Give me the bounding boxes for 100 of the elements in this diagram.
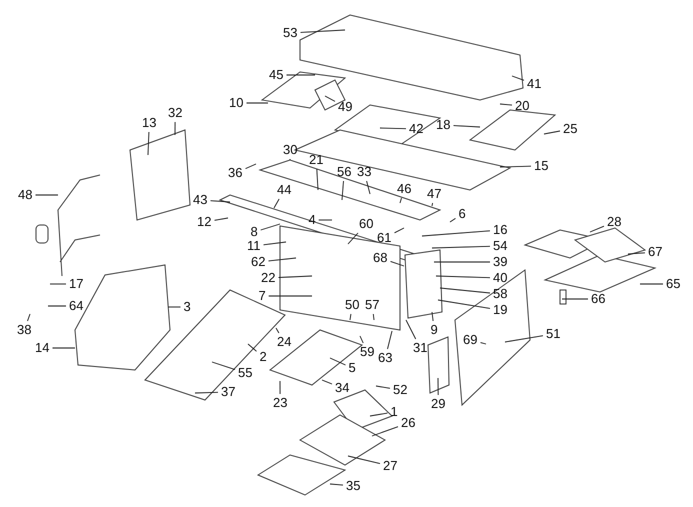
leader-line [590,226,604,232]
callout-number: 68 [373,251,388,265]
leader-line [148,132,150,156]
leader-line [322,380,332,384]
leader-line [174,122,176,136]
leader-line [432,246,490,248]
callout-number: 52 [393,383,408,397]
leader-line [366,180,370,194]
callout-number: 16 [493,223,508,237]
leader-line [263,242,286,246]
leader-line [440,288,490,294]
callout-number: 51 [546,327,560,341]
leader-line [168,306,181,308]
leader-line [248,344,257,352]
leader-line [628,252,646,254]
leader-line [360,336,364,344]
leader-line [406,320,416,340]
leader-line [400,198,402,204]
callout-number: 40 [493,271,508,285]
leader-line [27,314,30,322]
leader-line [350,314,352,320]
callout-number: 10 [229,96,244,110]
leader-line [544,130,560,134]
callout-number: 45 [269,68,284,82]
leader-line [438,378,439,396]
callout-number: 49 [338,100,352,114]
leader-line [394,228,404,234]
leader-line [286,74,316,76]
callout-number: 11 [247,239,260,253]
leader-line [390,260,404,266]
leader-line [372,314,374,320]
callout-number: 41 [527,77,542,91]
leader-line [500,166,532,168]
callout-number: 14 [35,341,50,355]
callout-number: 39 [493,255,508,269]
leader-line [330,484,344,486]
callout-number: 23 [273,396,288,410]
callout-number: 63 [378,351,392,365]
leader-line [372,426,398,436]
callout-number: 60 [359,217,374,231]
callout-number: 56 [337,165,352,179]
leader-line [512,76,524,81]
leader-line [504,335,544,342]
callout-number: 54 [493,239,508,253]
leader-line [450,218,456,222]
callout-number: 59 [360,345,374,359]
leader-line [268,258,296,262]
callout-number: 2 [260,350,267,364]
callout-number: 5 [348,361,356,375]
leader-line [245,164,256,170]
leader-line [348,232,358,244]
callout-number: 21 [309,153,324,167]
callout-number: 62 [251,255,266,269]
callout-number: 19 [493,303,508,317]
callout-number: 7 [258,289,266,303]
callout-number: 9 [430,323,438,337]
callout-number: 6 [458,207,466,221]
callout-number: 20 [515,99,530,113]
callout-number: 3 [184,300,191,314]
leader-line [35,194,58,196]
leader-line [330,358,346,366]
callout-number: 18 [436,118,450,132]
callout-number: 31 [413,341,428,355]
leader-line [432,202,434,206]
callout-number: 69 [463,333,478,347]
callout-number: 29 [431,397,446,411]
callout-number: 42 [409,122,424,136]
leader-line [370,412,388,416]
leader-line [380,128,406,130]
callout-number: 61 [377,231,392,245]
callout-number: 35 [346,479,360,493]
callout-number: 30 [283,143,298,157]
callout-number: 50 [345,298,360,312]
callout-number: 17 [69,277,84,291]
callout-number: 44 [277,183,292,197]
leader-line [438,300,490,309]
callout-number: 37 [221,385,236,399]
callout-number: 36 [228,166,242,180]
leader-line [376,386,390,389]
leader-line [194,392,218,394]
leader-line [280,380,281,394]
callout-number: 8 [250,225,258,239]
leader-line [210,200,230,202]
callout-number: 34 [335,381,350,395]
leader-line [342,180,344,200]
callout-number: 64 [69,299,84,313]
callout-number: 66 [591,292,606,306]
callout-number: 67 [648,245,662,259]
callout-number: 13 [142,116,156,130]
callout-number: 46 [397,182,412,196]
callout-number: 32 [168,106,182,120]
leader-line [316,168,318,190]
leader-line [436,276,490,278]
callout-number: 48 [18,188,32,202]
callout-number: 57 [365,298,380,312]
callout-number: 65 [666,277,680,291]
callout-number: 58 [493,287,508,301]
callout-number: 12 [197,215,212,229]
leader-line [387,330,392,350]
leader-line [274,198,280,208]
